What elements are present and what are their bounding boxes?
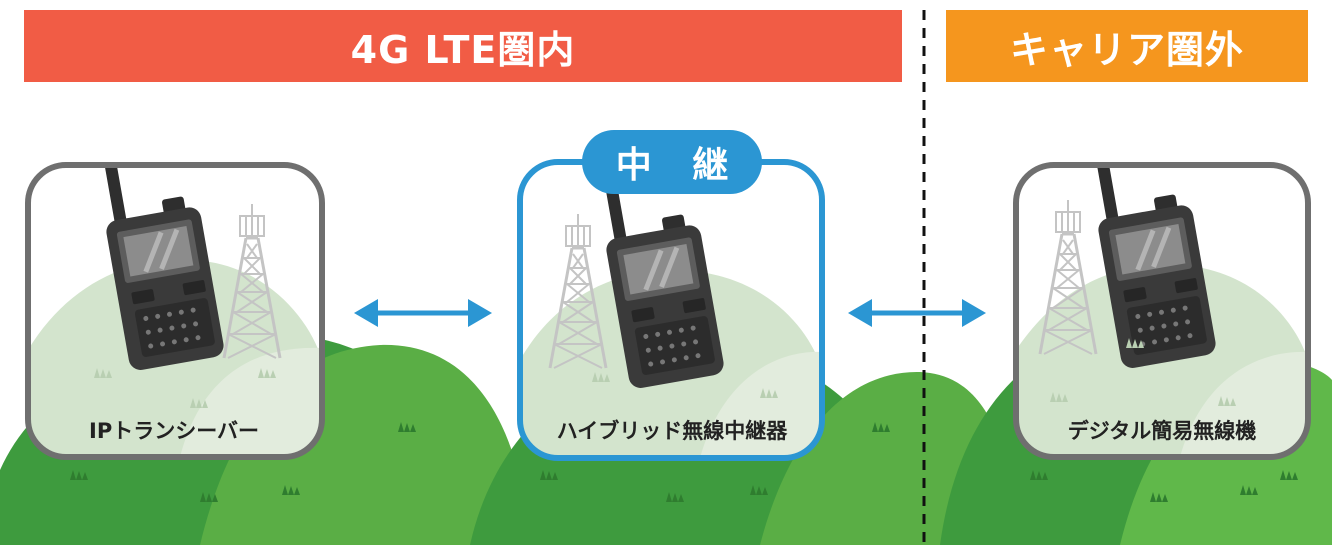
lte-coverage-title: 4G LTE圏内 [350, 27, 576, 72]
relay-badge: 中 継 [582, 130, 762, 194]
lte-coverage-banner: 4G LTE圏内 [24, 10, 902, 82]
box-ip-transceiver [25, 162, 325, 460]
out-of-carrier-title: キャリア圏外 [1009, 27, 1244, 72]
relay-badge-label: 中 継 [615, 145, 743, 186]
ip-transceiver-label: IPトランシーバー [89, 419, 259, 443]
box-hybrid-relay [517, 159, 825, 461]
arrow-relay-digital [848, 299, 986, 327]
arrow-ip-relay [354, 299, 492, 327]
out-of-carrier-banner: キャリア圏外 [946, 10, 1308, 82]
hybrid-relay-label: ハイブリッド無線中継器 [556, 419, 788, 443]
digital-radio-label: デジタル簡易無線機 [1067, 419, 1257, 443]
box-digital-radio [1013, 162, 1311, 460]
